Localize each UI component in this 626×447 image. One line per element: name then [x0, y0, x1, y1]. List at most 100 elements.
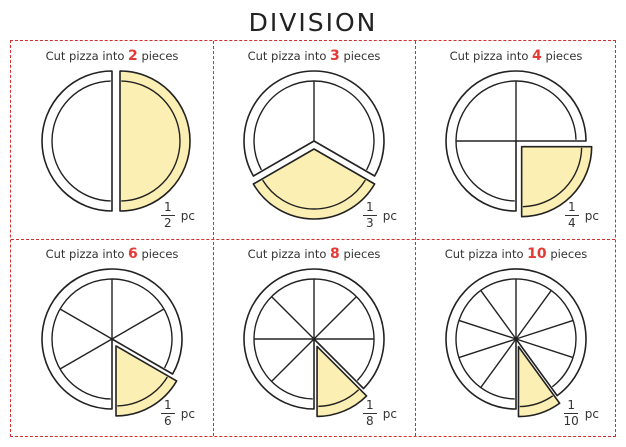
slice-crust-line [262, 179, 366, 210]
fraction-unit: pc [180, 406, 195, 421]
panel-6-pieces: Cut pizza into 6 pieces 1 6 pc [11, 239, 213, 437]
panel-10-pieces: Cut pizza into 10 pieces 1 10 pc [415, 239, 617, 437]
pizza-body [41, 70, 113, 212]
grid-divider-horizontal [11, 239, 615, 240]
slice-crust-line [522, 147, 583, 208]
fraction-bar [160, 413, 175, 414]
fraction-label: 1 6 pc [160, 398, 195, 428]
cut-line [59, 338, 113, 370]
pizza-slice-highlighted [115, 345, 178, 417]
caption-prefix: Cut pizza into [45, 49, 125, 63]
caption-prefix: Cut pizza into [45, 247, 125, 261]
slice-crust-line [117, 376, 168, 407]
pizza-slice-highlighted [517, 345, 561, 418]
pieces-count: 3 [330, 48, 340, 64]
fraction-denominator: 10 [563, 414, 579, 428]
fraction-unit: pc [382, 208, 397, 223]
cut-line [313, 296, 357, 340]
fraction-unit: pc [180, 208, 195, 223]
cut-line [515, 290, 552, 340]
panel-caption: Cut pizza into 3 pieces [213, 48, 415, 64]
caption-prefix: Cut pizza into [247, 247, 327, 261]
fraction-bar [564, 215, 579, 216]
page-title: DIVISION [248, 8, 378, 37]
panel-3-pieces: Cut pizza into 3 pieces 1 3 pc [213, 41, 415, 239]
panel-caption: Cut pizza into 6 pieces [11, 246, 213, 262]
pizza-slice-highlighted [520, 145, 593, 218]
fraction-bar [160, 215, 175, 216]
pizza-4-pieces [445, 70, 593, 218]
cut-line [458, 319, 517, 340]
caption-suffix: pieces [141, 247, 179, 261]
cut-line [480, 338, 517, 388]
caption-prefix: Cut pizza into [247, 49, 327, 63]
pieces-count: 2 [128, 48, 138, 64]
cut-line [271, 296, 315, 340]
fraction-numerator: 1 [567, 398, 575, 412]
pizza-6-pieces [41, 268, 183, 417]
caption-suffix: pieces [545, 49, 583, 63]
fraction-unit: pc [584, 406, 599, 421]
fraction-denominator: 6 [163, 414, 172, 428]
cut-line [271, 338, 315, 382]
cut-line [515, 319, 574, 340]
pizza-crust-line [51, 278, 173, 400]
fraction-label: 1 4 pc [564, 200, 599, 230]
grid-divider-vertical-1 [213, 41, 214, 436]
pizza-8-pieces [243, 268, 385, 418]
fraction-denominator: 8 [365, 414, 374, 428]
cut-line [515, 338, 574, 359]
grid-divider-vertical-2 [415, 41, 416, 436]
panel-2-pieces: Cut pizza into 2 pieces 1 2 pc [11, 41, 213, 239]
pizza-10-pieces [445, 268, 587, 418]
caption-suffix: pieces [141, 49, 179, 63]
fraction-numerator: 1 [365, 398, 374, 412]
fraction-unit: pc [584, 208, 599, 223]
panel-caption: Cut pizza into 2 pieces [11, 48, 213, 64]
pieces-count: 6 [128, 246, 138, 262]
fraction-denominator: 3 [365, 216, 374, 230]
fraction-label: 1 3 pc [362, 200, 397, 230]
panel-caption: Cut pizza into 10 pieces [415, 246, 617, 262]
caption-prefix: Cut pizza into [449, 49, 529, 63]
cut-line [111, 308, 165, 340]
pieces-count: 8 [330, 246, 340, 262]
panel-4-pieces: Cut pizza into 4 pieces 1 4 pc [415, 41, 617, 239]
fraction-label: 1 2 pc [160, 200, 195, 230]
fraction-numerator: 1 [163, 200, 172, 214]
pizza-2-pieces [41, 70, 191, 212]
caption-suffix: pieces [343, 49, 381, 63]
fraction-label: 1 10 pc [564, 399, 600, 428]
pizza-crust-line [455, 278, 577, 400]
pieces-count: 10 [527, 246, 547, 262]
pizza-slice-highlighted [316, 345, 368, 418]
fraction-denominator: 2 [163, 216, 172, 230]
pizza-crust-line [455, 80, 577, 202]
fraction-unit: pc [382, 406, 397, 421]
slice-crust-line [121, 80, 181, 202]
fraction-bar [362, 413, 377, 414]
fraction-denominator: 4 [567, 216, 576, 230]
pizza-3-pieces [243, 70, 385, 220]
panel-caption: Cut pizza into 8 pieces [213, 246, 415, 262]
pizza-slice-highlighted [119, 70, 191, 212]
slice-crust-line [519, 395, 554, 408]
fraction-numerator: 1 [163, 398, 172, 412]
fraction-bar [362, 215, 377, 216]
fraction-label: 1 8 pc [362, 398, 397, 428]
worksheet-grid: Cut pizza into 2 pieces 1 2 pc Cut pizza… [10, 40, 616, 437]
pizza-crust-line [51, 80, 111, 202]
caption-prefix: Cut pizza into [444, 247, 524, 261]
slice-crust-line [318, 389, 360, 408]
cut-line [59, 308, 113, 340]
fraction-bar [564, 413, 579, 414]
fraction-numerator: 1 [365, 200, 374, 214]
caption-suffix: pieces [550, 247, 588, 261]
pizza-crust-line [253, 278, 375, 400]
cut-line [458, 338, 517, 359]
pieces-count: 4 [532, 48, 542, 64]
fraction-numerator: 1 [567, 200, 576, 214]
panel-8-pieces: Cut pizza into 8 pieces 1 8 pc [213, 239, 415, 437]
caption-suffix: pieces [343, 247, 381, 261]
panel-caption: Cut pizza into 4 pieces [415, 48, 617, 64]
